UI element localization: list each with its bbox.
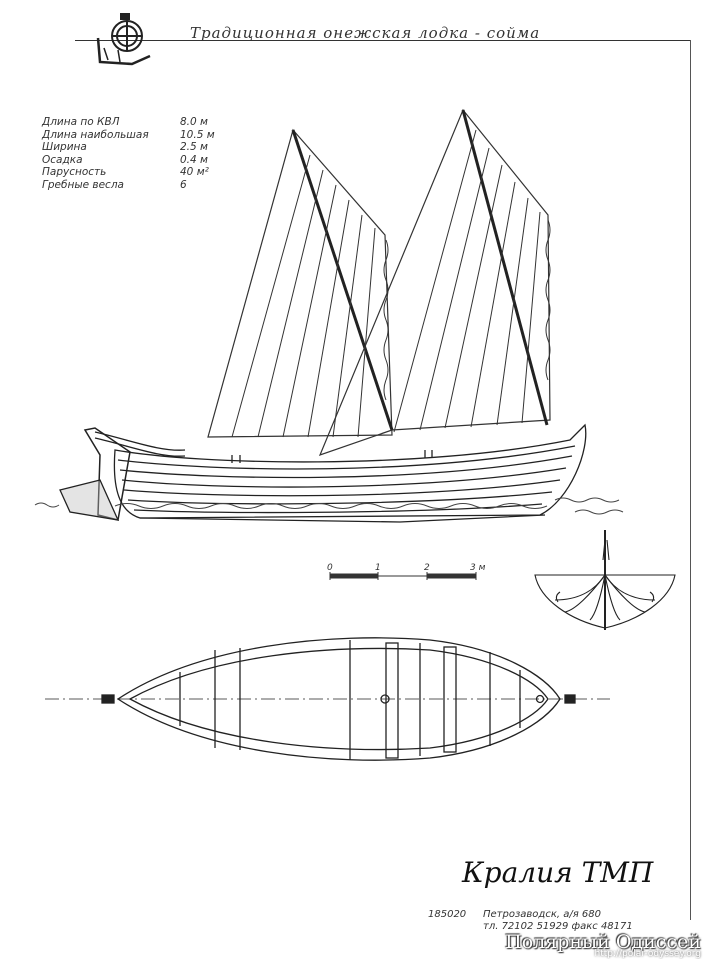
scale-bar <box>329 572 477 580</box>
postal-code: 185020 <box>428 909 467 920</box>
drawing-title: Традиционная онежская лодка - сойма <box>190 24 541 42</box>
spec-label: Осадка <box>42 153 83 166</box>
spec-label: Длина наибольшая <box>42 128 149 141</box>
spec-value: 10.5 м <box>180 128 215 141</box>
spec-row: Ширина 2.5 м <box>42 141 240 154</box>
watermark-url[interactable]: http://polar-odyssey.org <box>594 949 701 959</box>
hull-section-view <box>534 530 676 630</box>
wheel-logo-icon <box>96 13 151 66</box>
spec-label: Длина по КВЛ <box>42 116 120 128</box>
spec-label: Парусность <box>42 166 107 178</box>
spec-value: 8.0 м <box>180 116 208 128</box>
right-frame-rule <box>690 40 691 920</box>
scale-tick-label: 1 <box>375 563 381 573</box>
spec-value: 0.4 м <box>180 153 208 166</box>
fore-sail <box>318 108 551 457</box>
spec-value: 6 <box>180 178 187 191</box>
waterline <box>34 497 624 515</box>
spec-row: Осадка 0.4 м <box>42 154 240 167</box>
spec-value: 40 м² <box>180 166 209 178</box>
address: Петрозаводск, а/я 680 <box>483 909 602 920</box>
header-rule <box>75 40 690 41</box>
spec-value: 2.5 м <box>180 141 208 153</box>
hull-side-view <box>59 423 587 523</box>
spec-row: Длина по КВЛ 8.0 м <box>42 116 240 129</box>
designer-signature: Кралия ТМП <box>462 856 654 889</box>
scale-tick-label: 3 м <box>470 563 486 573</box>
spec-row: Длина наибольшая 10.5 м <box>42 129 240 142</box>
hull-plan-view <box>45 637 610 761</box>
spec-row: Парусность 40 м² <box>42 166 240 179</box>
scale-tick-label: 0 <box>327 563 333 573</box>
spec-label: Ширина <box>42 141 87 153</box>
scale-tick-label: 2 <box>424 563 430 573</box>
spec-label: Гребные весла <box>42 178 124 191</box>
phones: тл. 72102 51929 факс 48171 <box>483 921 633 932</box>
watermark: Полярный Одиссей <box>505 931 701 953</box>
aft-sail <box>207 128 394 438</box>
spec-row: Гребные весла 6 <box>42 179 240 192</box>
specifications-table: Длина по КВЛ 8.0 м Длина наибольшая 10.5… <box>42 116 240 191</box>
